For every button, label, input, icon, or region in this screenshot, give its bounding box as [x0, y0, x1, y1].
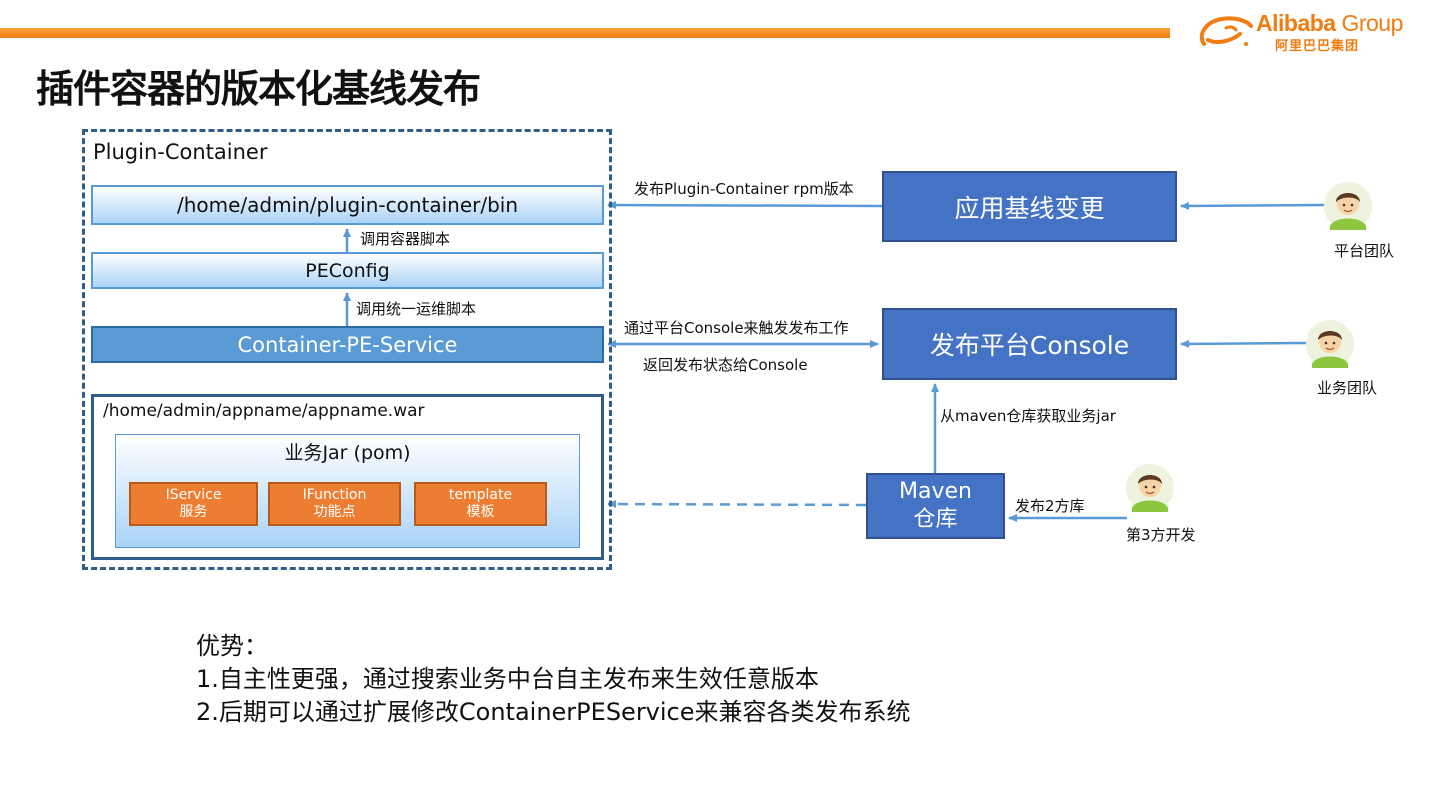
module-name: template	[448, 487, 513, 503]
logo-subtext: 阿里巴巴集团	[1275, 39, 1360, 54]
maven-repo-box: Maven 仓库	[866, 473, 1005, 539]
maven-line1: Maven	[899, 479, 972, 504]
module-ifunction: IFunction 功能点	[268, 482, 401, 526]
module-template: template 模板	[414, 482, 547, 526]
module-desc: 功能点	[313, 504, 356, 520]
arrow-maven-to-war	[607, 500, 867, 509]
publish-2nd-party-label: 发布2方库	[1015, 497, 1085, 515]
arrow-business-team	[1180, 339, 1308, 348]
peconfig-bar: PEConfig	[91, 252, 604, 289]
war-path-label: /home/admin/appname/appname.war	[103, 401, 425, 421]
header-accent-bar	[0, 28, 1170, 38]
arrow-platform-team	[1180, 201, 1326, 210]
business-jar-label: 业务Jar (pom)	[284, 442, 411, 464]
plugin-container-label: Plugin-Container	[93, 140, 268, 164]
trigger-console-label: 通过平台Console来触发发布工作	[624, 319, 849, 337]
baseline-change-box: 应用基线变更	[882, 171, 1177, 242]
module-name: IFunction	[302, 487, 367, 503]
business-team-label: 业务团队	[1317, 379, 1378, 397]
plugin-container-boundary	[82, 129, 612, 570]
module-desc: 模板	[466, 504, 495, 520]
module-name: IService	[165, 487, 222, 503]
maven-line2: 仓库	[913, 507, 958, 532]
call-ops-script-label: 调用统一运维脚本	[356, 300, 477, 318]
module-desc: 服务	[179, 504, 208, 520]
advantages-section: 优势： 1.自主性更强，通过搜索业务中台自主发布来生效任意版本 2.后期可以通过…	[196, 630, 911, 729]
person-avatar-icon	[1324, 182, 1372, 230]
module-iservice: IService 服务	[129, 482, 258, 526]
alibaba-logo-icon	[1199, 16, 1253, 46]
call-container-script-label: 调用容器脚本	[360, 230, 451, 248]
advantage-item: 1.自主性更强，通过搜索业务中台自主发布来生效任意版本	[196, 665, 819, 693]
arrow-baseline-to-bin	[607, 201, 883, 210]
fetch-jar-label: 从maven仓库获取业务jar	[940, 407, 1116, 425]
platform-team-label: 平台团队	[1334, 242, 1395, 260]
war-box	[91, 394, 604, 560]
person-avatar-icon	[1126, 464, 1174, 512]
logo-text: Alibaba Group	[1256, 10, 1403, 36]
advantage-item: 2.后期可以通过扩展修改ContainerPEService来兼容各类发布系统	[196, 698, 911, 726]
publish-rpm-label: 发布Plugin-Container rpm版本	[634, 180, 854, 198]
advantages-heading: 优势：	[196, 632, 268, 660]
console-box: 发布平台Console	[882, 308, 1177, 380]
container-pe-service-bar: Container-PE-Service	[91, 326, 604, 363]
person-avatar-icon	[1306, 320, 1354, 368]
page-title: 插件容器的版本化基线发布	[36, 67, 481, 111]
bin-path-bar: /home/admin/plugin-container/bin	[91, 185, 604, 225]
third-party-dev-label: 第3方开发	[1126, 526, 1196, 544]
return-status-label: 返回发布状态给Console	[643, 356, 808, 374]
